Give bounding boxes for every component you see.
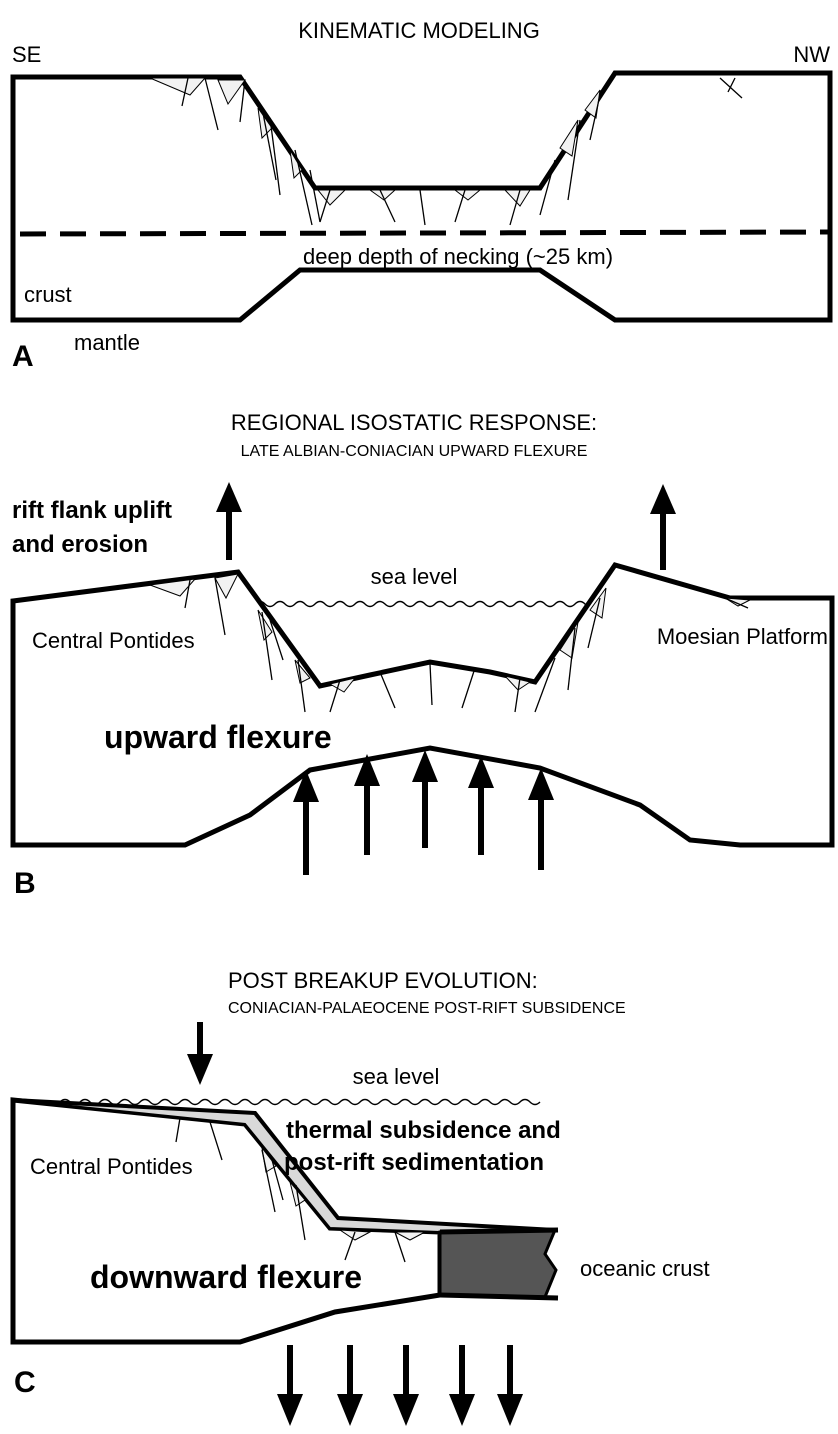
panel-b-sediment-wedge: [503, 675, 532, 691]
panel-b: REGIONAL ISOSTATIC RESPONSE: LATE ALBIAN…: [10, 410, 835, 900]
panel-c-sediment-wedge: [394, 1231, 426, 1241]
downward-flexure-label: downward flexure: [90, 1259, 362, 1295]
panel-c-sediment-wedge: [338, 1229, 372, 1241]
panel-a: KINEMATIC MODELING SE NW: [10, 18, 833, 373]
oceanic-crust-block: [438, 1228, 558, 1299]
upward-flexure-arrow: [293, 770, 319, 875]
uplift-arrow-left: [216, 482, 242, 560]
panel-a-sediment-wedge: [559, 119, 579, 157]
rift-flank-uplift-label: rift flank uplift: [12, 497, 172, 524]
panel-c-letter: C: [14, 1366, 36, 1399]
sea-level-wave-c: [59, 1098, 541, 1106]
panel-b-sediment-wedge: [559, 621, 579, 659]
upward-flexure-label: upward flexure: [104, 719, 332, 755]
post-rift-sedimentation-label: post-rift sedimentation: [284, 1149, 544, 1176]
direction-se-label: SE: [12, 42, 41, 67]
panel-c: POST BREAKUP EVOLUTION: CONIACIAN-PALAEO…: [10, 968, 710, 1426]
central-pontides-label-c: Central Pontides: [30, 1154, 193, 1179]
mantle-label: mantle: [74, 330, 140, 355]
sea-level-wave-b: [254, 600, 596, 608]
downward-flexure-arrow: [497, 1345, 523, 1426]
upward-flexure-arrow: [468, 756, 494, 855]
post-rift-sediment-top: [12, 1098, 556, 1232]
panel-b-letter: B: [14, 867, 36, 900]
panel-b-faults: [184, 577, 749, 713]
panel-a-sediment-wedge: [289, 149, 303, 180]
downward-flexure-arrow: [337, 1345, 363, 1426]
sea-level-label-b: sea level: [371, 564, 458, 589]
moesian-platform-label: Moesian Platform: [657, 624, 828, 649]
panel-a-sediment-wedge: [453, 189, 482, 201]
crust-label: crust: [24, 282, 72, 307]
panel-b-subtitle: LATE ALBIAN-CONIACIAN UPWARD FLEXURE: [241, 443, 588, 460]
panel-a-faults: [181, 77, 743, 226]
subsidence-arrow-top: [187, 1022, 213, 1085]
panel-a-sediment-wedge: [217, 79, 246, 106]
rift-flank-uplift-label-line2: and erosion: [12, 531, 148, 558]
upward-flexure-arrow: [412, 750, 438, 848]
direction-nw-label: NW: [793, 42, 830, 67]
panel-c-title: POST BREAKUP EVOLUTION:: [228, 968, 538, 993]
panel-a-title: KINEMATIC MODELING: [298, 18, 540, 43]
oceanic-crust-base: [439, 1292, 559, 1301]
panel-b-title: REGIONAL ISOSTATIC RESPONSE:: [231, 410, 597, 435]
upward-flexure-arrow: [354, 754, 380, 855]
panel-c-faults: [175, 1117, 406, 1263]
panel-a-sediment-wedge: [149, 77, 207, 96]
sea-level-label-c: sea level: [353, 1064, 440, 1089]
upward-flexure-arrow: [528, 768, 554, 870]
necking-depth-label: deep depth of necking (~25 km): [303, 244, 613, 269]
panel-c-subtitle: CONIACIAN-PALAEOCENE POST-RIFT SUBSIDENC…: [228, 1000, 626, 1017]
downward-flexure-arrow: [393, 1345, 419, 1426]
panel-b-sediment-wedge: [257, 609, 273, 642]
panel-a-letter: A: [12, 340, 34, 373]
thermal-subsidence-label: thermal subsidence and: [286, 1117, 561, 1144]
oceanic-crust-top: [439, 1227, 559, 1235]
panel-b-crust-block: [10, 562, 835, 848]
central-pontides-label-b: Central Pontides: [32, 628, 195, 653]
necking-depth-line: [19, 229, 833, 237]
panel-b-sediment-wedge: [214, 573, 239, 600]
oceanic-crust-label: oceanic crust: [580, 1256, 710, 1281]
panel-a-sediment-wedge: [316, 189, 347, 206]
uplift-arrow-right: [650, 484, 676, 570]
panel-b-sediment-wedge: [149, 578, 197, 597]
panel-b-sediment-wedge: [724, 597, 752, 607]
downward-flexure-arrow: [277, 1345, 303, 1426]
downward-flexure-arrow: [449, 1345, 475, 1426]
